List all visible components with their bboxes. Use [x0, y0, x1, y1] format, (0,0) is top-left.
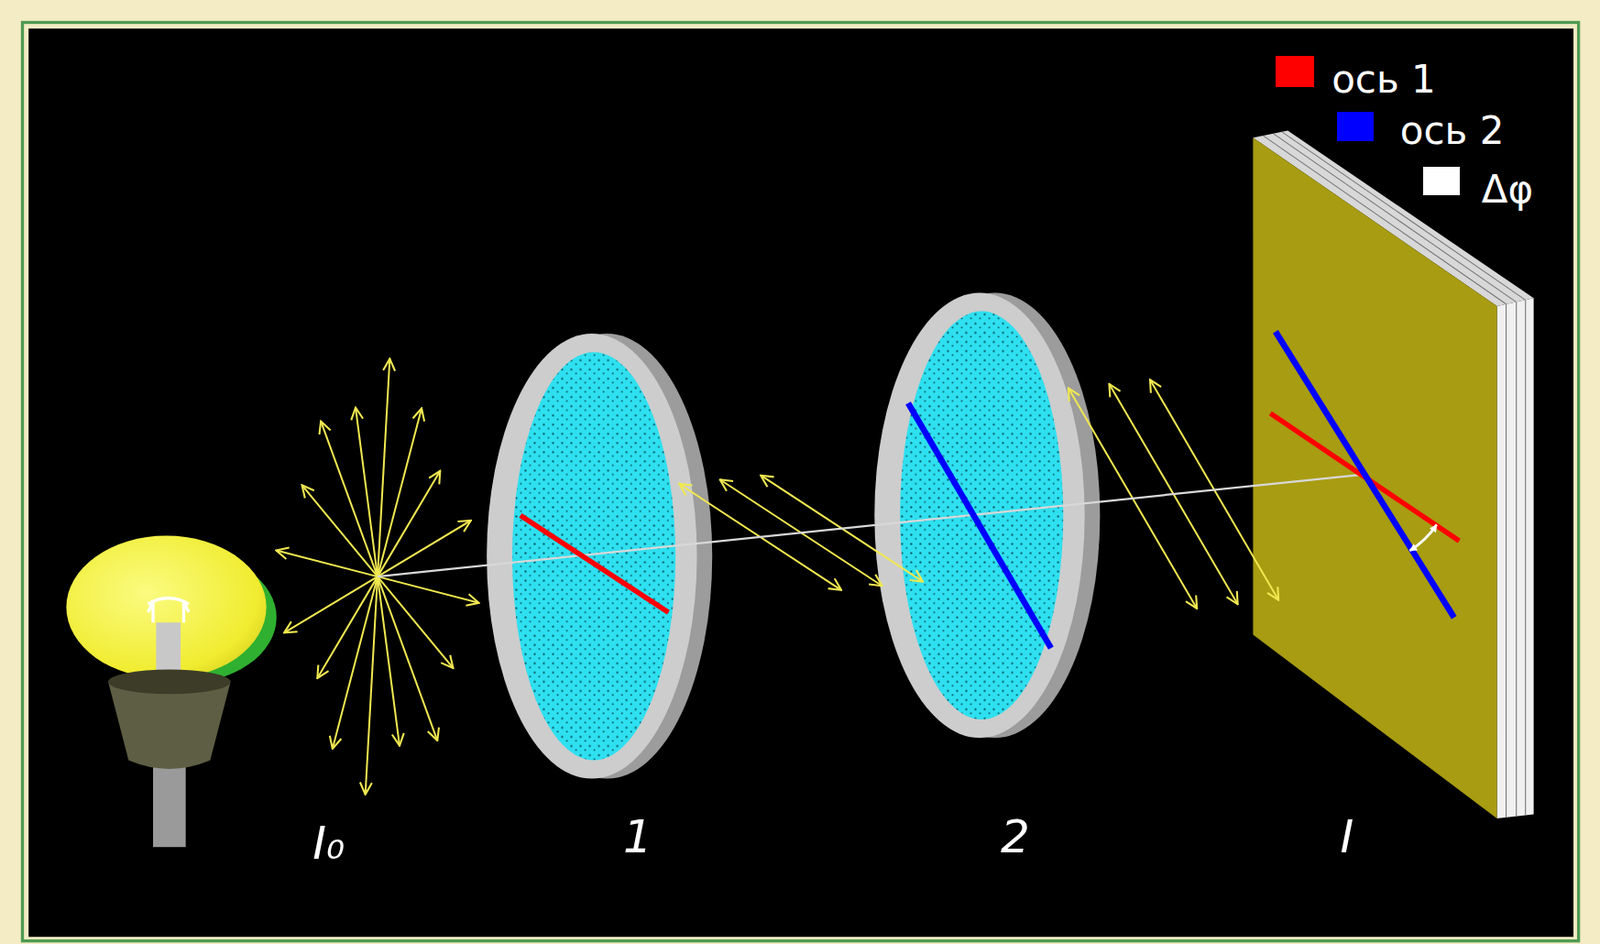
part-label: I	[1339, 813, 1354, 860]
legend-swatch	[1275, 55, 1315, 87]
legend-text: ось 1	[1331, 60, 1436, 99]
light-ray	[317, 576, 378, 679]
polarizer	[486, 333, 713, 779]
part-label: I₀	[312, 820, 345, 866]
axis-line	[908, 403, 1052, 648]
light-ray	[332, 576, 378, 749]
light-ray	[365, 576, 378, 795]
legend-swatch	[1336, 111, 1374, 141]
light-ray	[377, 471, 440, 577]
part-label: 1	[623, 813, 653, 860]
light-ray	[377, 576, 438, 741]
axis-line	[520, 515, 669, 613]
part-label: 2	[1000, 813, 1031, 860]
polarizer	[874, 293, 1100, 738]
light-ray	[377, 576, 480, 603]
light-beam	[377, 474, 1363, 577]
lamp	[65, 536, 276, 848]
screen	[1252, 131, 1534, 820]
frame-line	[22, 21, 1579, 941]
light-ray	[302, 484, 378, 577]
background	[28, 28, 1574, 937]
light-ray	[355, 407, 378, 577]
light-ray	[284, 576, 378, 633]
legend-text: ось 2	[1400, 111, 1505, 151]
light-ray	[377, 358, 390, 577]
angle-arc	[1409, 525, 1436, 551]
legend-swatch	[1423, 166, 1460, 196]
light-ray	[377, 408, 422, 578]
light-ray	[320, 421, 378, 578]
light-ray	[377, 576, 400, 746]
axis-line	[1275, 331, 1455, 618]
legend-text: Δφ	[1481, 170, 1534, 209]
light-ray	[275, 549, 378, 577]
light-ray	[377, 576, 453, 669]
